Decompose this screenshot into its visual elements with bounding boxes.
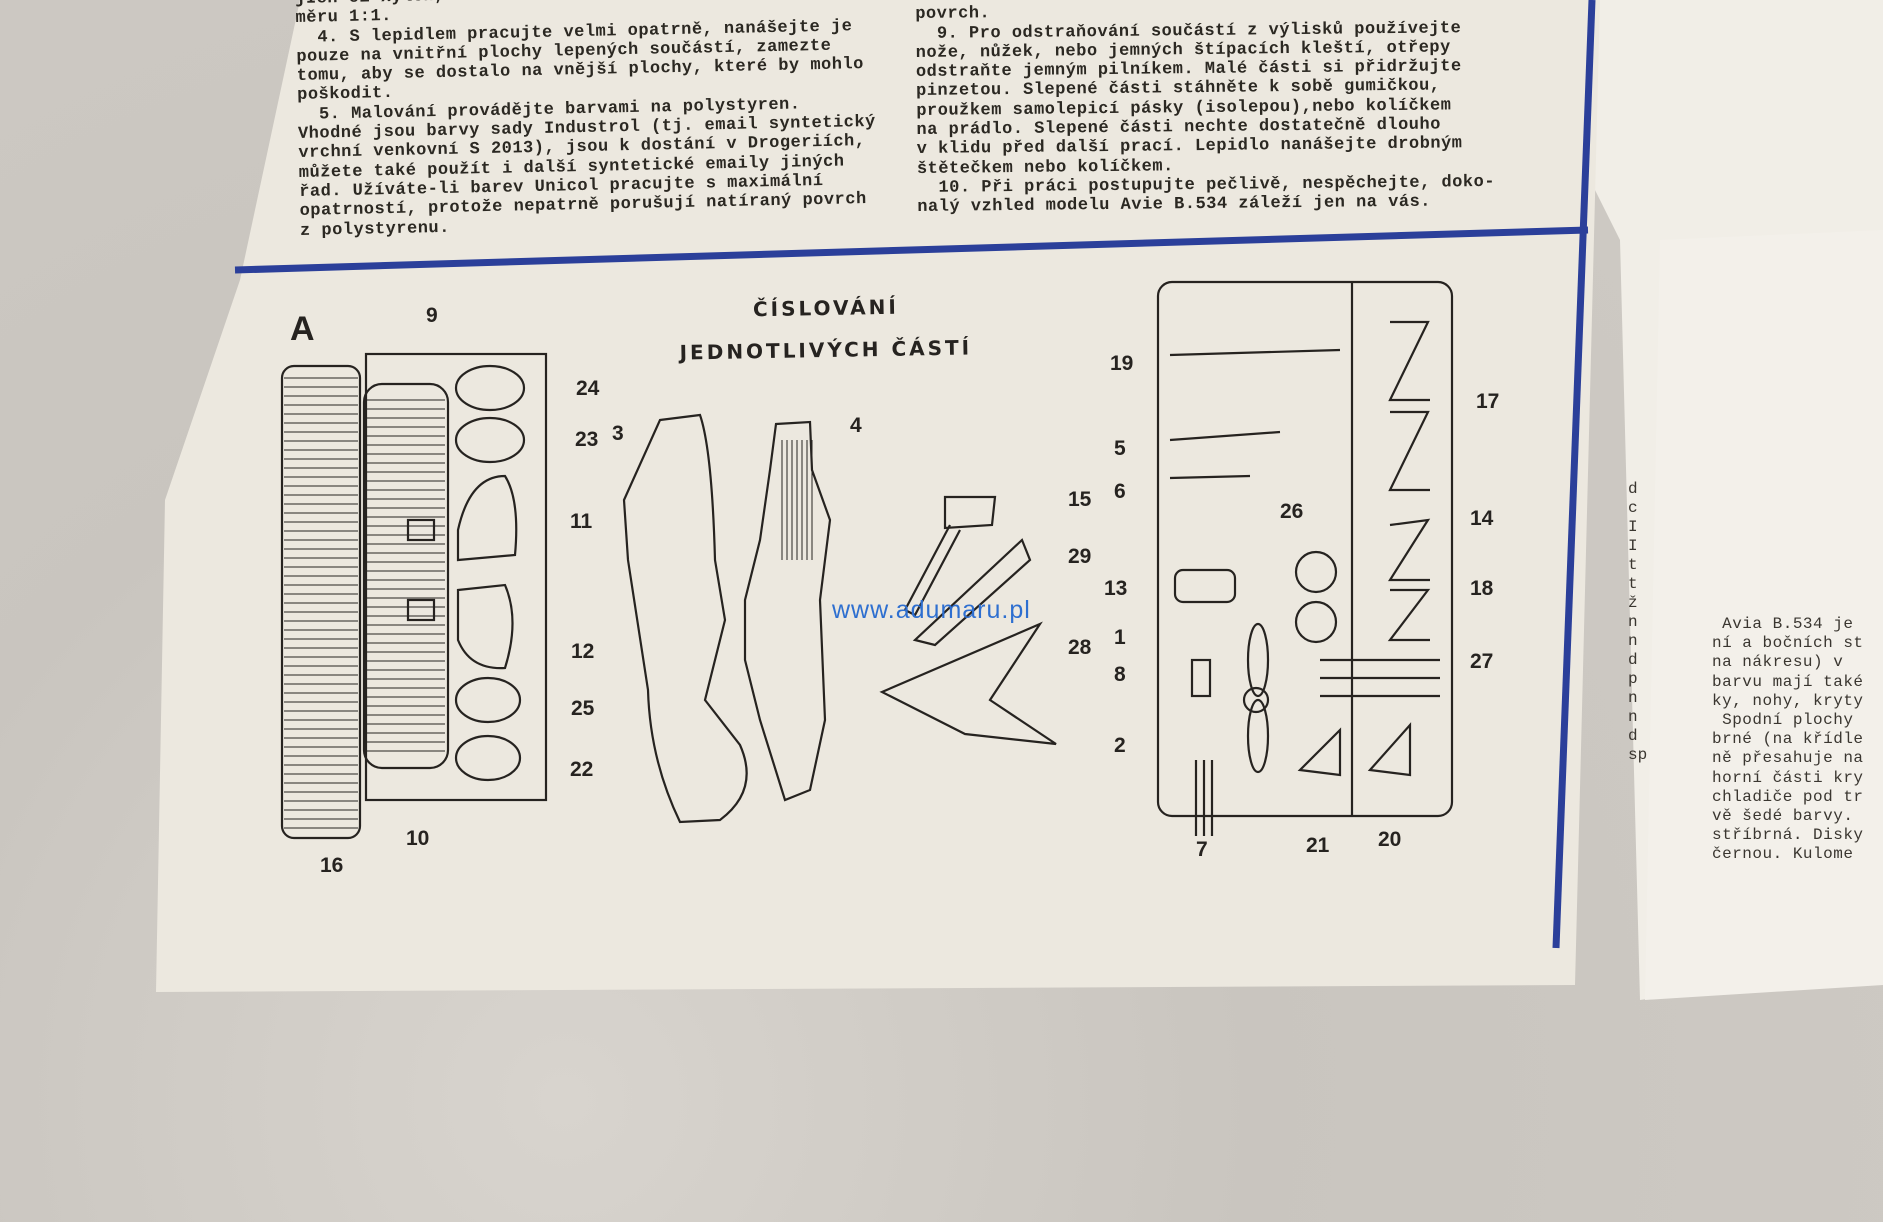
part-number-label: 21 [1306, 834, 1330, 857]
part-number-label: 18 [1470, 577, 1494, 600]
text-line: brné (na křídle [1712, 730, 1864, 749]
text-line: barvu mají také [1712, 672, 1864, 691]
text-line: chladiče pod tr [1712, 787, 1864, 806]
part-number-label: 23 [575, 428, 598, 451]
text-line: n [1628, 613, 1638, 631]
part-number-label: 22 [570, 758, 593, 781]
part-number-label: 16 [320, 854, 343, 877]
blue-horizontal-rule [234, 226, 1589, 274]
text-line: d [1628, 480, 1638, 498]
text-line: d [1628, 727, 1638, 745]
part-number-label: 6 [1114, 480, 1126, 503]
watermark: www.adumaru.pl [832, 596, 1031, 624]
part-number-label: 8 [1114, 663, 1126, 686]
text-line: n [1628, 689, 1638, 707]
text-line: vě šedé barvy. [1712, 807, 1854, 826]
text-line: d [1628, 651, 1638, 669]
part-number-label: 7 [1196, 838, 1208, 861]
part-number-label: 4 [850, 414, 862, 437]
text-line: I [1628, 537, 1638, 555]
text-line: ž [1628, 594, 1638, 612]
text-line: c [1628, 499, 1638, 517]
text-line: na nákresu) v [1712, 653, 1844, 672]
part-number-label: 20 [1378, 828, 1401, 851]
fuselage-halves [622, 413, 832, 824]
part-number-label: 10 [406, 827, 429, 850]
text-line: ní a bočních st [1712, 634, 1864, 653]
text-line: ky, nohy, kryty [1712, 691, 1864, 710]
part-number-label: 19 [1110, 352, 1133, 375]
text-line: stříbrná. Disky [1712, 826, 1864, 845]
part-number-label: 5 [1114, 437, 1126, 460]
wing-sprue [280, 352, 548, 840]
tail-parts [879, 495, 1057, 746]
text-line: ně přesahuje na [1712, 749, 1864, 768]
part-number-label: 27 [1470, 650, 1493, 673]
part-number-label: 11 [570, 510, 593, 533]
part-number-label: 26 [1280, 500, 1303, 523]
part-number-label: 29 [1068, 545, 1091, 568]
text-line: n [1628, 708, 1638, 726]
text-line: n [1628, 632, 1638, 650]
part-number-label: 3 [612, 422, 624, 445]
text-line: p [1628, 670, 1638, 688]
text-line: Avia B.534 je [1712, 615, 1854, 633]
part-number-label: 9 [426, 304, 438, 327]
small-parts-sprue [1156, 280, 1454, 836]
text-line: sp [1628, 746, 1648, 764]
text-line: černou. Kulome [1712, 845, 1854, 864]
part-number-label: 25 [571, 697, 595, 720]
text-line: horní části kry [1712, 768, 1864, 787]
blue-vertical-rule [1552, 0, 1596, 949]
part-number-label: 15 [1068, 488, 1092, 511]
part-number-label: 24 [576, 377, 600, 400]
sprue-letter: A [290, 310, 315, 348]
part-number-label: 17 [1476, 390, 1499, 413]
part-number-label: 13 [1104, 577, 1127, 600]
text-line: t [1628, 575, 1638, 593]
text-line: t [1628, 556, 1638, 574]
part-number-label: 14 [1470, 507, 1494, 530]
diagram-title-line2: JEDNOTLIVÝCH ČÁSTÍ [677, 335, 972, 364]
text-line: Spodní plochy [1712, 711, 1854, 730]
text-line: I [1628, 518, 1638, 536]
diagram-title-line1: ČÍSLOVÁNÍ [753, 295, 899, 322]
part-number-label: 1 [1114, 626, 1126, 649]
part-number-label: 28 [1068, 636, 1092, 659]
part-number-label: 12 [571, 640, 594, 663]
part-number-label: 2 [1114, 734, 1126, 757]
